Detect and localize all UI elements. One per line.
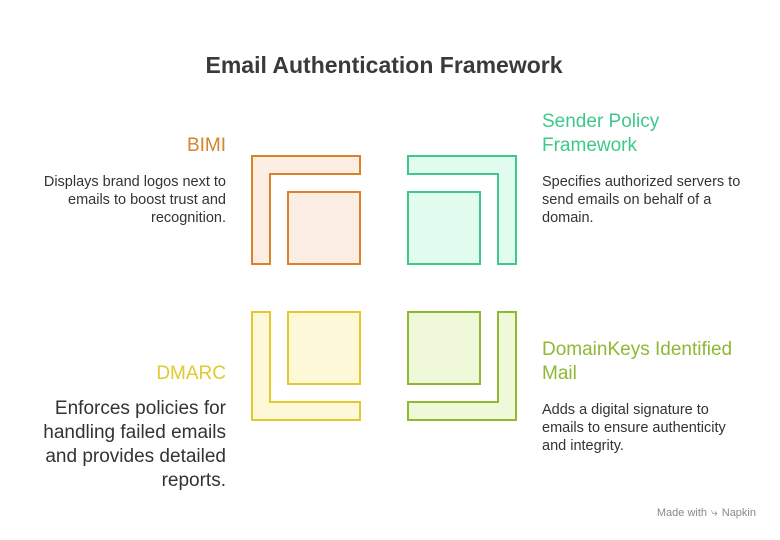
dmarc-square-shape (287, 311, 361, 385)
dmarc-description: Enforces policies for handling failed em… (43, 398, 226, 491)
diagram-title: Email Authentication Framework (205, 52, 563, 78)
napkin-brand-text: Napkin (721, 506, 756, 519)
bimi-bracket-shape (251, 155, 361, 265)
made-with-napkin-badge[interactable]: Made with ⤷ Napkin (657, 505, 756, 520)
spf-bracket-shape (407, 155, 517, 265)
dkim-description: Adds a digital signature to emails to en… (542, 402, 726, 454)
dmarc-bracket-shape (251, 311, 361, 421)
dkim-bracket-shape (407, 311, 517, 421)
dkim-square-shape (407, 311, 481, 385)
bimi-description: Displays brand logos next to emails to b… (43, 174, 226, 226)
napkin-logo-icon: ⤷ (711, 505, 718, 519)
spf-description: Specifies authorized servers to send ema… (542, 174, 741, 226)
bimi-label: BIMI (186, 135, 226, 156)
spf-square-shape (407, 191, 481, 265)
dmarc-label: DMARC (156, 363, 226, 384)
made-with-text: Made with (656, 506, 708, 519)
bimi-square-shape (287, 191, 361, 265)
dkim-label: DomainKeys Identified Mail (542, 339, 733, 384)
spf-label: Sender Policy Framework (542, 111, 660, 156)
